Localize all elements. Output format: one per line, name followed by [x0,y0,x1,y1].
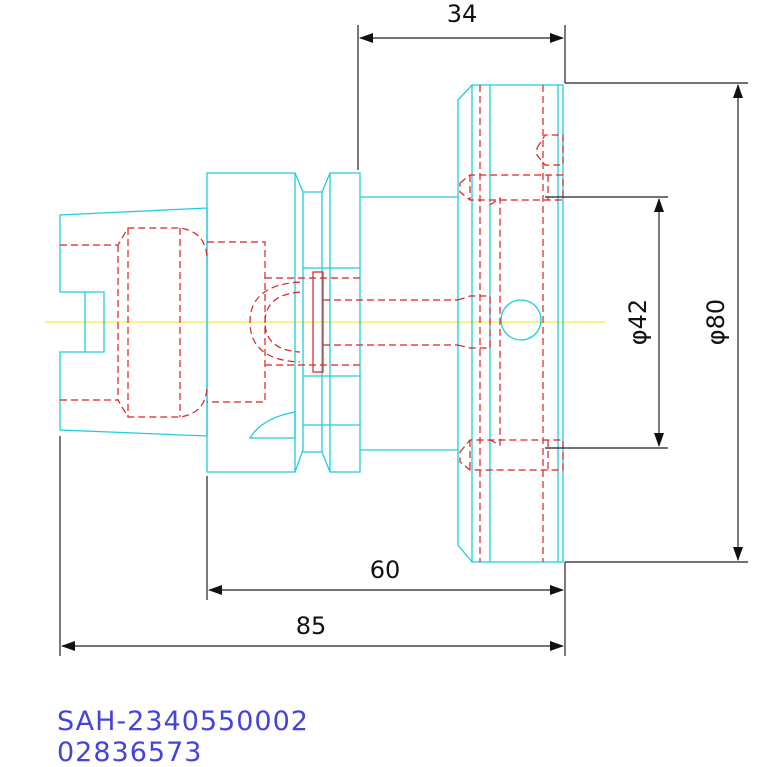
dim-34-label: 34 [447,0,478,28]
dim-85-label: 85 [296,612,327,640]
dim-60-label: 60 [370,556,401,584]
dim-phi80-label: φ80 [702,299,730,345]
dim-phi42-label: φ42 [624,299,652,345]
hidden-lines [60,85,564,562]
dimension-lines [59,25,748,656]
order-number-label: 02836573 [57,737,202,767]
part-number-label: SAH-2340550002 [57,706,309,737]
part-outline [59,84,564,563]
